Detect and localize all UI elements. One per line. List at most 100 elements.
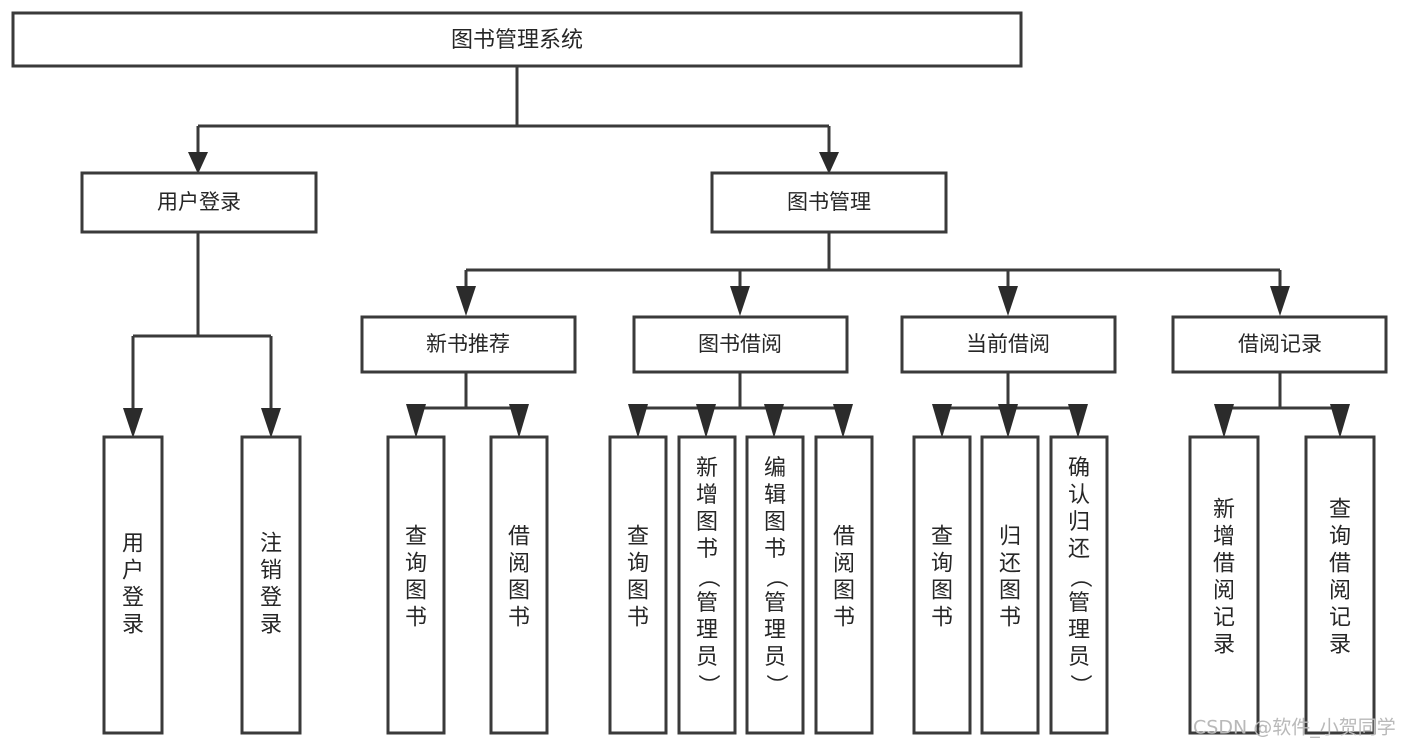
svg-text:户: 户 (122, 559, 144, 584)
arrow-head-leaf-borrow-book-1 (509, 404, 529, 438)
svg-text:录: 录 (122, 613, 144, 638)
svg-text:书: 书 (833, 606, 855, 631)
svg-text:查: 查 (405, 525, 427, 550)
node-leaf-return-book-box[interactable] (980, 435, 1040, 735)
svg-text:用: 用 (122, 532, 144, 557)
arrow-head-book-borrow (730, 286, 750, 316)
svg-text:书: 书 (999, 606, 1021, 631)
svg-text:阅: 阅 (1329, 579, 1351, 604)
svg-text:记: 记 (1213, 606, 1235, 631)
svg-text:图: 图 (405, 579, 427, 604)
node-leaf-add-record-box[interactable] (1188, 435, 1260, 735)
node-book-borrow-box[interactable] (632, 315, 849, 374)
node-book-manage-box[interactable] (710, 171, 948, 234)
svg-text:（: （ (1067, 566, 1092, 588)
node-user-login[interactable]: 用户登录 (80, 171, 318, 234)
arrow-head-leaf-query-book-2 (628, 404, 648, 438)
svg-text:还: 还 (1068, 537, 1090, 562)
svg-text:书: 书 (508, 606, 530, 631)
svg-text:图: 图 (627, 579, 649, 604)
node-user-login-box[interactable] (80, 171, 318, 234)
arrow-head-current-borrow (998, 286, 1018, 316)
node-root[interactable]: 图书管理系统 (11, 11, 1023, 68)
node-leaf-query-book-3-box[interactable] (912, 435, 972, 735)
svg-text:记: 记 (1329, 606, 1351, 631)
svg-text:辑: 辑 (764, 483, 786, 508)
svg-text:员: 员 (696, 645, 718, 670)
svg-text:录: 录 (1213, 633, 1235, 658)
arrow-head-leaf-add-book (696, 404, 716, 438)
node-leaf-borrow-book-2-box[interactable] (814, 435, 874, 735)
svg-text:录: 录 (260, 613, 282, 638)
svg-text:注: 注 (260, 532, 282, 557)
node-leaf-query-book-2-box[interactable] (608, 435, 668, 735)
svg-text:阅: 阅 (833, 552, 855, 577)
svg-text:管: 管 (1068, 591, 1090, 616)
node-current-borrow-box[interactable] (900, 315, 1117, 374)
svg-text:员: 员 (1068, 645, 1090, 670)
node-leaf-add-book-box[interactable] (677, 435, 737, 735)
svg-text:询: 询 (1329, 525, 1351, 550)
node-leaf-user-login[interactable]: 用户登录 (102, 435, 164, 735)
node-borrow-record-box[interactable] (1171, 315, 1388, 374)
svg-text:新: 新 (1213, 498, 1235, 523)
svg-text:登: 登 (260, 586, 282, 611)
node-current-borrow[interactable]: 当前借阅 (900, 315, 1117, 374)
node-new-book-recommend-box[interactable] (360, 315, 577, 374)
node-leaf-confirm-return-box[interactable] (1049, 435, 1109, 735)
node-leaf-logout-login-box[interactable] (240, 435, 302, 735)
svg-text:理: 理 (696, 618, 718, 643)
node-new-book-recommend-label: 新书推荐 (426, 332, 510, 356)
connector-layer (123, 66, 1350, 438)
svg-text:阅: 阅 (508, 552, 530, 577)
svg-text:图: 图 (833, 579, 855, 604)
node-book-borrow[interactable]: 图书借阅 (632, 315, 849, 374)
svg-text:员: 员 (764, 645, 786, 670)
svg-text:书: 书 (405, 606, 427, 631)
svg-text:编: 编 (764, 456, 786, 481)
node-book-manage[interactable]: 图书管理 (710, 171, 948, 234)
node-user-login-label: 用户登录 (157, 190, 241, 214)
svg-text:理: 理 (1068, 618, 1090, 643)
node-leaf-user-login-box[interactable] (102, 435, 164, 735)
node-new-book-recommend[interactable]: 新书推荐 (360, 315, 577, 374)
svg-text:销: 销 (260, 559, 282, 584)
svg-text:认: 认 (1068, 483, 1090, 508)
node-root-box[interactable] (11, 11, 1023, 68)
arrow-head-leaf-query-record (1330, 404, 1350, 438)
svg-text:增: 增 (1213, 525, 1235, 550)
svg-text:借: 借 (508, 525, 530, 550)
arrow-head-leaf-add-record (1214, 404, 1234, 438)
node-current-borrow-label: 当前借阅 (966, 332, 1050, 356)
node-leaf-query-record-box[interactable] (1304, 435, 1376, 735)
arrow-head-leaf-return-book (998, 404, 1018, 438)
svg-text:还: 还 (999, 552, 1021, 577)
node-leaf-edit-book-box[interactable] (745, 435, 805, 735)
svg-text:（: （ (695, 566, 720, 588)
svg-text:询: 询 (405, 552, 427, 577)
node-leaf-borrow-book-1-box[interactable] (489, 435, 549, 735)
node-leaf-query-book-1-box[interactable] (386, 435, 446, 735)
arrow-head-leaf-borrow-book-2 (833, 404, 853, 438)
node-borrow-record[interactable]: 借阅记录 (1171, 315, 1388, 374)
svg-text:新: 新 (696, 456, 718, 481)
